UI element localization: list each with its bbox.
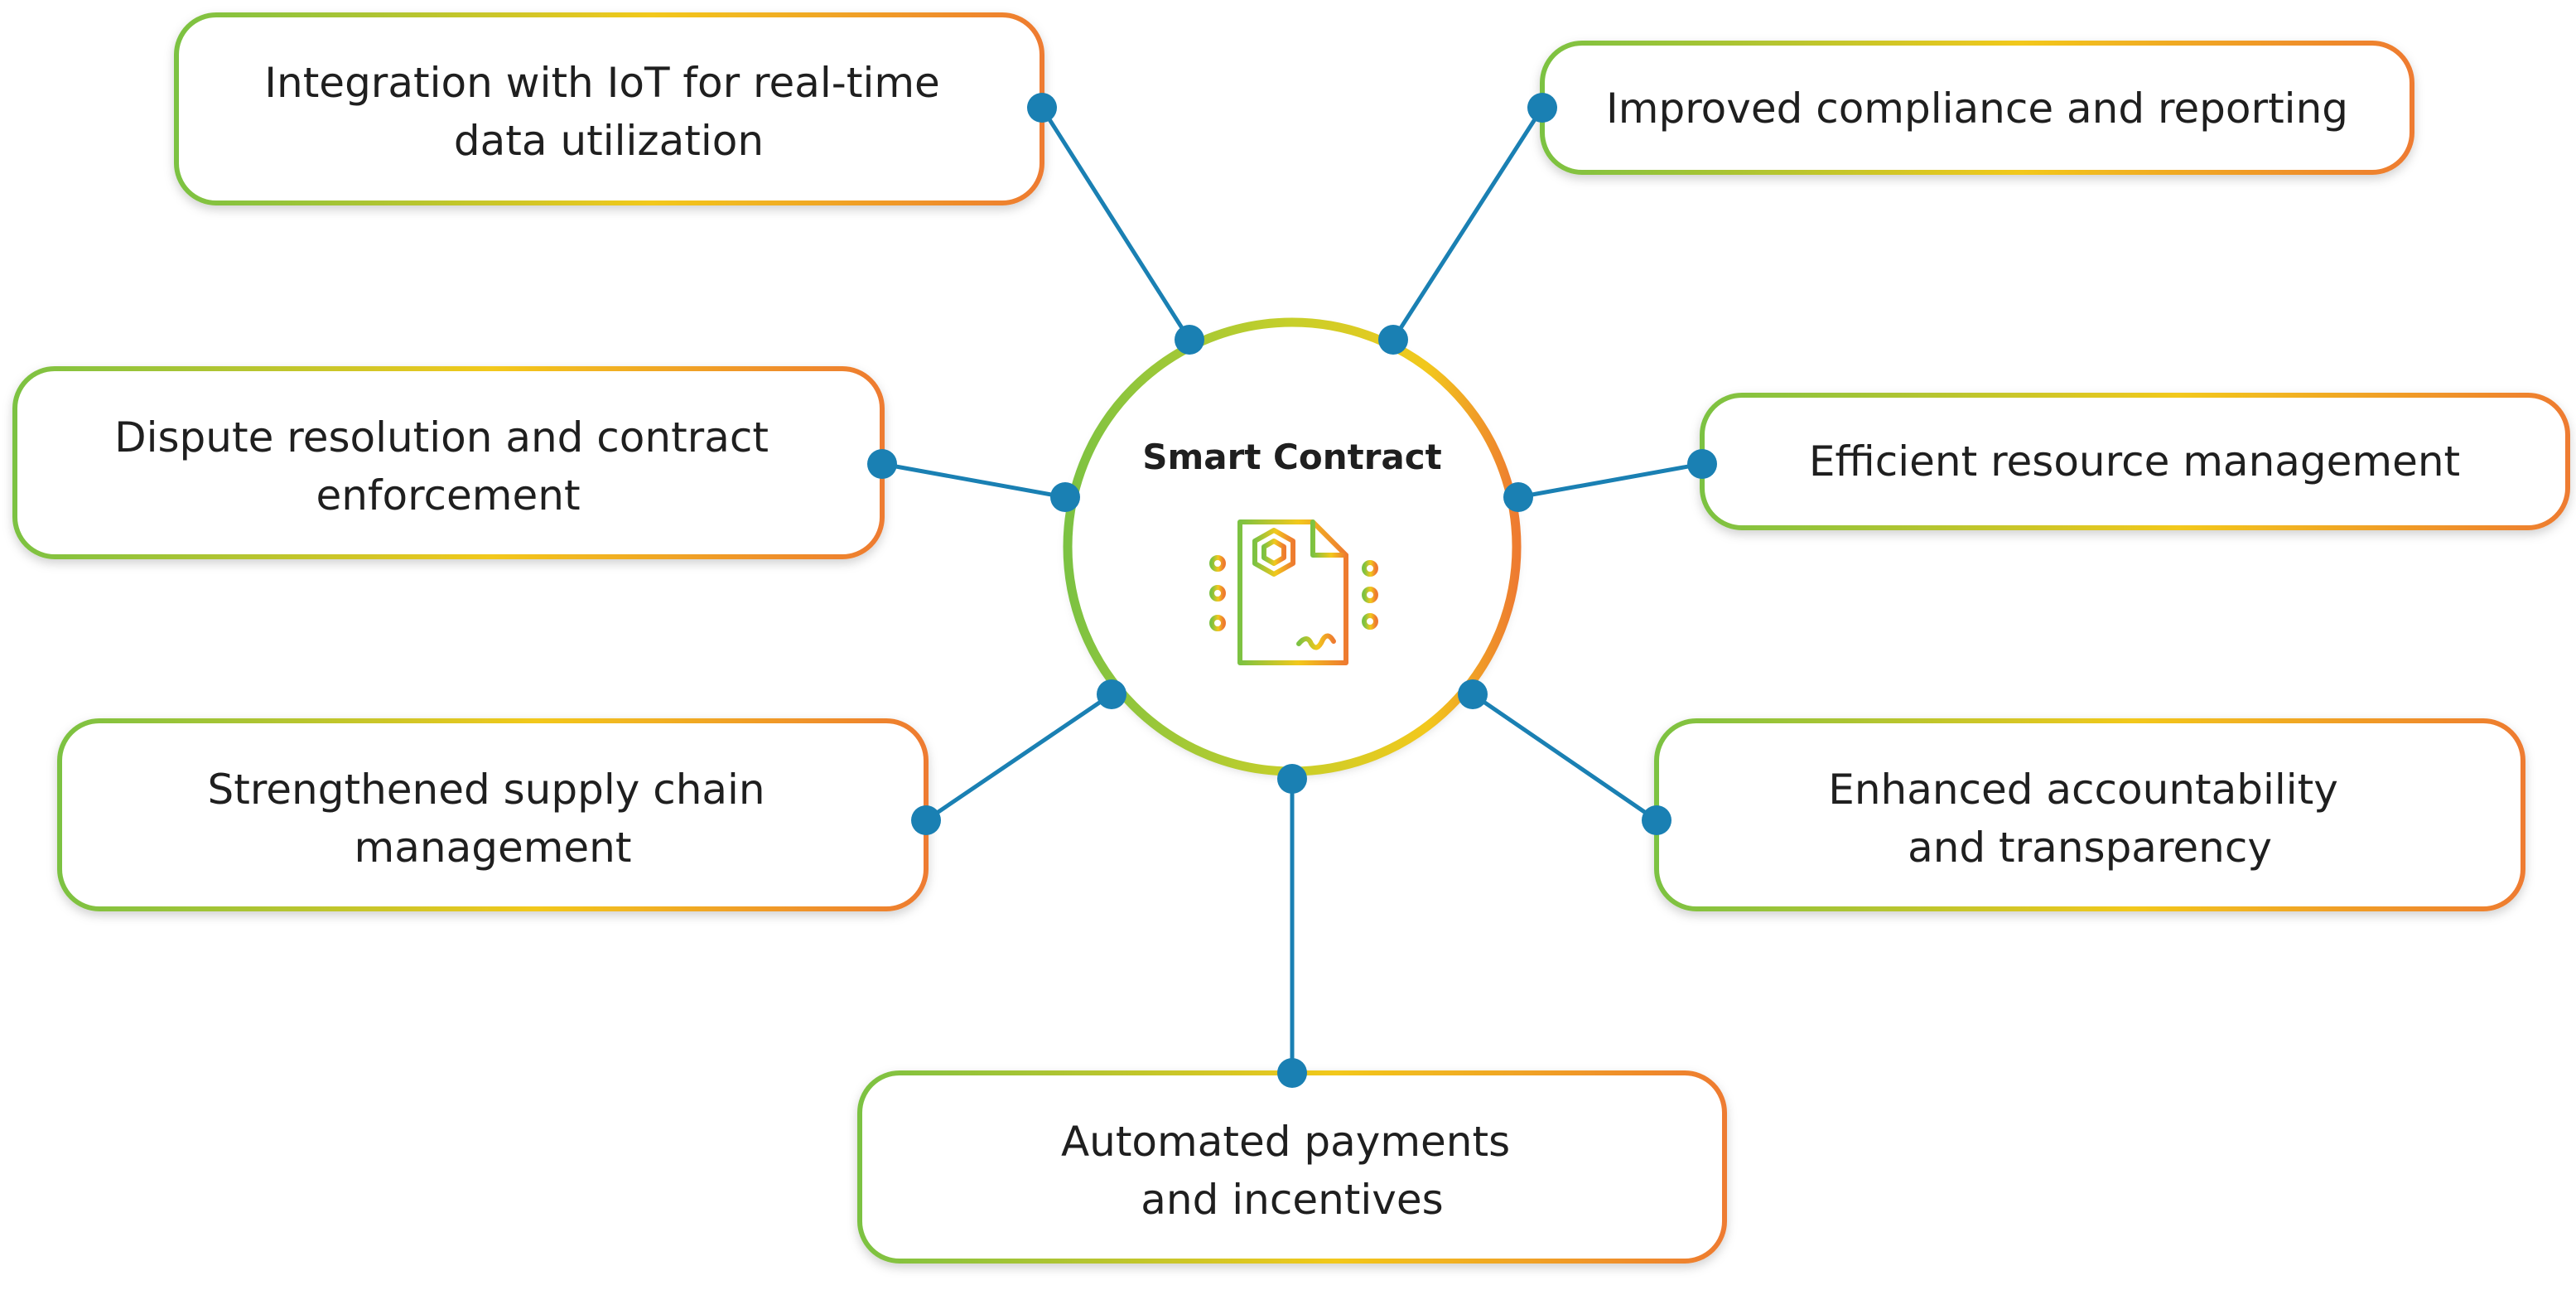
connector-dot [911, 805, 941, 835]
benefit-text: Integration with IoT for real-time data … [264, 59, 953, 165]
connector-supply-chain [924, 692, 1113, 823]
benefit-iot-integration: Integration with IoT for real-time data … [174, 12, 1044, 205]
connector-iot-integration [1040, 106, 1192, 341]
benefit-box [57, 718, 929, 911]
connector-dot [1277, 764, 1307, 794]
benefit-text: Automated payments and incentives [1061, 1118, 1523, 1224]
connector-dot [1175, 325, 1204, 355]
connector-accountability-transparency [1471, 692, 1658, 823]
center-title: Smart Contract [1142, 437, 1441, 477]
connector-compliance-reporting [1391, 106, 1545, 341]
connector-dot [1277, 1058, 1307, 1088]
benefit-supply-chain: Strengthened supply chain management [57, 718, 929, 911]
benefit-accountability-transparency: Enhanced accountability and transparency [1654, 718, 2525, 911]
benefit-text: Enhanced accountability and transparency [1828, 766, 2352, 872]
connector-dot [1050, 482, 1080, 512]
center-node: Smart Contract [1063, 317, 1522, 776]
connector-dots [867, 93, 1717, 1088]
benefit-text: Improved compliance and reporting [1606, 85, 2348, 133]
connector-dispute-resolution [881, 461, 1066, 500]
connector-dot [1458, 679, 1488, 709]
benefit-compliance-reporting: Improved compliance and reporting [1540, 41, 2414, 175]
benefit-text: Efficient resource management [1809, 437, 2460, 486]
benefit-box [1654, 718, 2525, 911]
connector-dot [1527, 93, 1557, 123]
benefit-box [12, 366, 885, 559]
benefit-resource-management: Efficient resource management [1700, 393, 2570, 530]
benefit-dispute-resolution: Dispute resolution and contract enforcem… [12, 366, 885, 559]
benefit-text: Dispute resolution and contract enforcem… [114, 413, 782, 519]
connector-dot [1503, 482, 1533, 512]
connectors [881, 106, 1703, 1073]
benefit-box [857, 1070, 1727, 1264]
connector-dot [1027, 93, 1057, 123]
connector-resource-management [1517, 461, 1703, 500]
connector-dot [867, 449, 897, 479]
connector-dot [1097, 679, 1126, 709]
smart-contract-document-icon [1209, 519, 1378, 665]
connector-dot [1642, 805, 1672, 835]
connector-dot [1687, 449, 1717, 479]
benefit-box [174, 12, 1044, 205]
benefit-automated-payments: Automated payments and incentives [857, 1070, 1727, 1264]
connector-dot [1378, 325, 1408, 355]
benefit-text: Strengthened supply chain management [207, 766, 778, 872]
